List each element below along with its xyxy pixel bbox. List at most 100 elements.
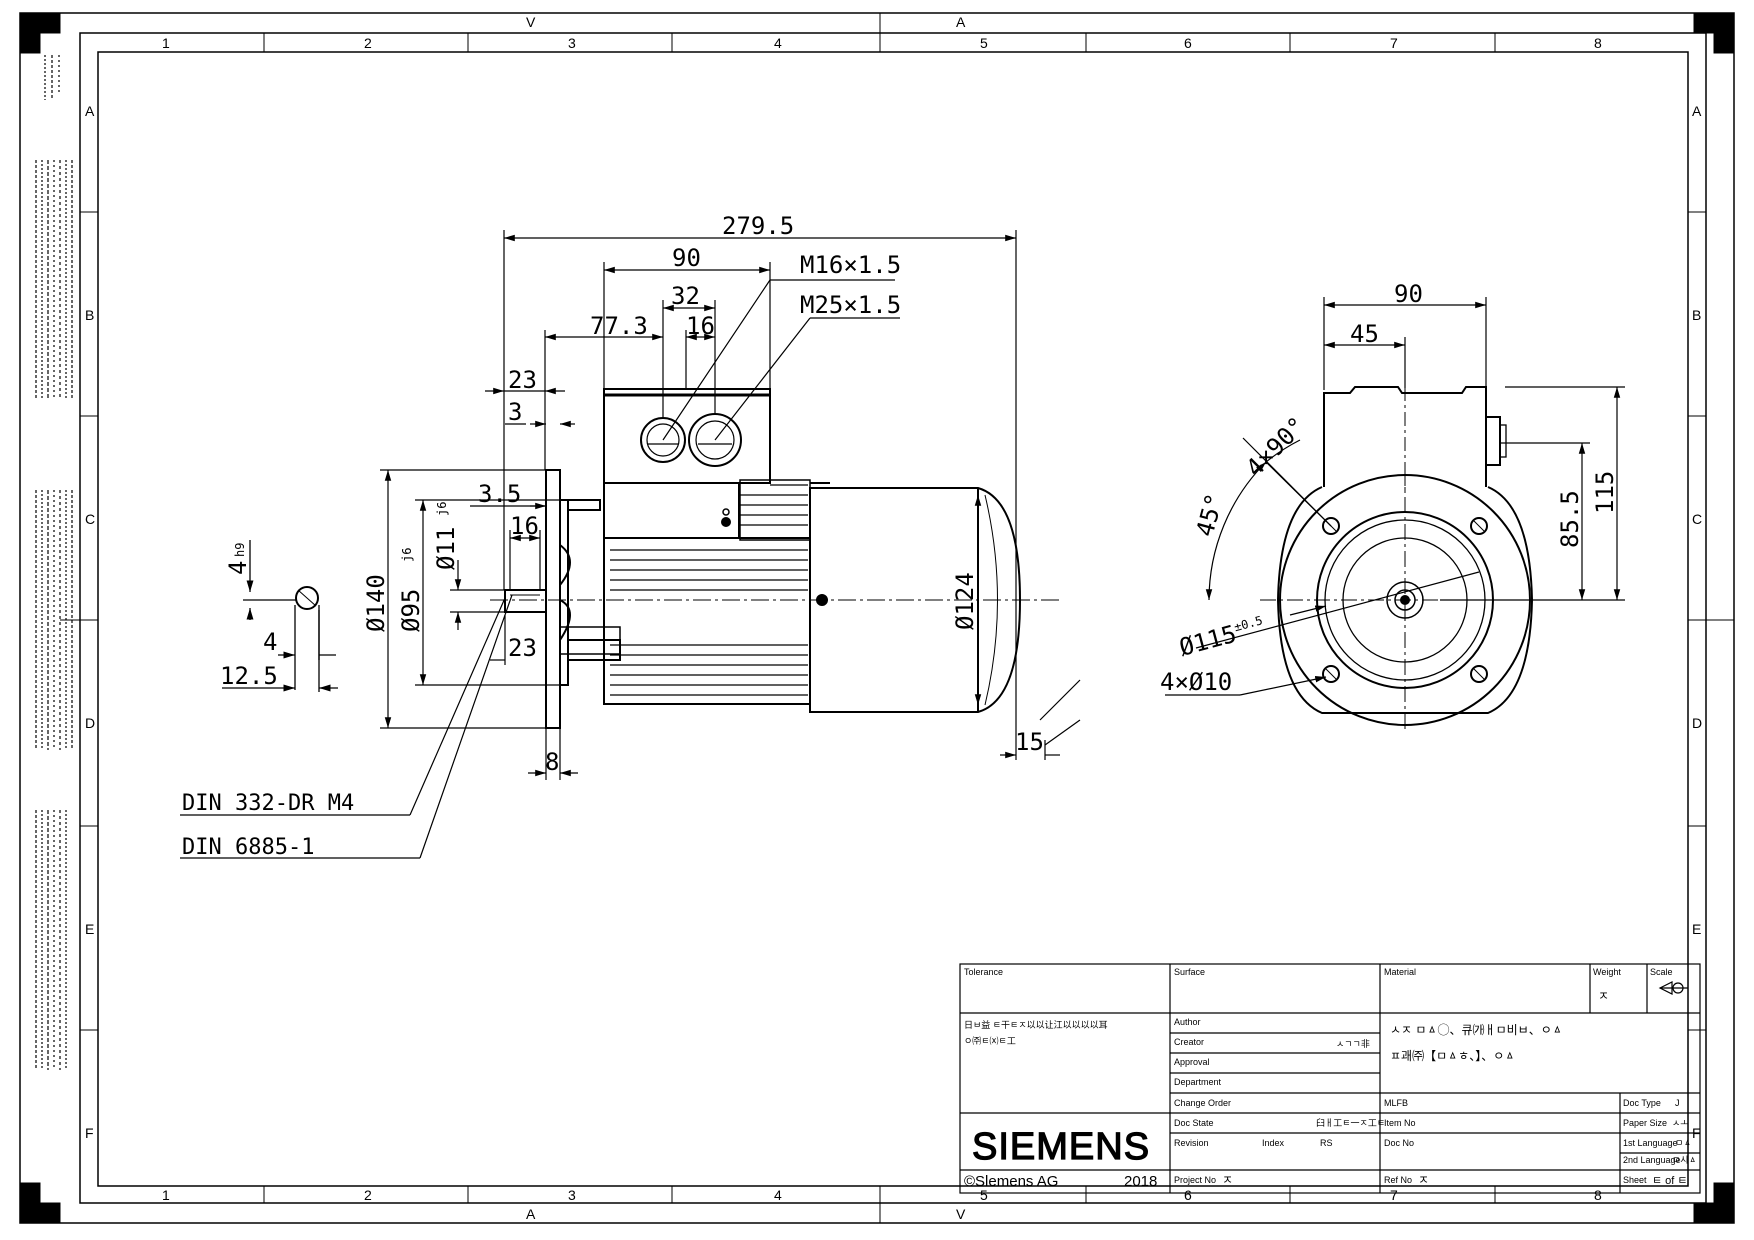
dim-pitch-circle: Ø115	[1176, 620, 1239, 662]
key-width-tolerance: h9	[233, 543, 247, 557]
dim-end-box-width: 90	[1394, 280, 1423, 308]
col-label-8-bottom: 8	[1594, 1187, 1602, 1203]
bottom-marker-a: A	[526, 1206, 536, 1222]
revision-label: Revision	[1174, 1138, 1209, 1148]
shaft-tolerance: j6	[435, 502, 449, 516]
lang2-label: 2nd Language	[1623, 1155, 1681, 1165]
lang2-value: ㅁ시ㅿ	[1672, 1155, 1697, 1165]
dim-angle: 45°	[1191, 490, 1229, 539]
shaft-outline	[504, 589, 547, 613]
col-label-7: 7	[1390, 35, 1398, 51]
sheet-value: ㅌ of ㅌ	[1652, 1175, 1688, 1187]
row-label-d-right: D	[1692, 715, 1702, 731]
drawing-title-line-1: ㅅㅈ ㅁㅿ◯、큐㈎ㅐㅁ비ㅂ、ㅇㅿ	[1390, 1023, 1563, 1037]
row-label-e-right: E	[1692, 921, 1701, 937]
item-no-label: Item No	[1384, 1118, 1416, 1128]
spigot-tolerance: j6	[400, 548, 414, 562]
row-label-b-right: B	[1692, 307, 1701, 323]
weight-value: ㅈ	[1598, 989, 1609, 1003]
row-label-c: C	[85, 511, 95, 527]
row-label-e: E	[85, 921, 94, 937]
copyright-year: 2018	[1124, 1173, 1157, 1190]
change-order-label: Change Order	[1174, 1098, 1231, 1108]
mount-hole-tl	[1322, 517, 1340, 535]
note-center-hole: DIN 332-DR M4	[182, 791, 354, 816]
doc-state-label: Doc State	[1174, 1118, 1214, 1128]
row-label-c-right: C	[1692, 511, 1702, 527]
paper-size-label: Paper Size	[1623, 1118, 1667, 1128]
scale-projection-icon	[1658, 981, 1688, 995]
material-label: Material	[1384, 967, 1416, 977]
creator-label: Creator	[1174, 1037, 1204, 1047]
col-label-2-bottom: 2	[364, 1187, 372, 1203]
row-label-a: A	[85, 103, 95, 119]
dim-spigot-depth: 3.5	[478, 480, 521, 508]
doc-type-value: J	[1675, 1098, 1680, 1108]
dim-box-offset: 77.3	[590, 312, 648, 340]
dim-end-box-height: 115	[1591, 471, 1619, 514]
col-label-6: 6	[1184, 35, 1192, 51]
col-label-1-bottom: 1	[162, 1187, 170, 1203]
col-label-5-bottom: 5	[980, 1187, 988, 1203]
top-marker-v: V	[526, 14, 536, 30]
author-label: Author	[1174, 1017, 1201, 1027]
scale-label: Scale	[1650, 967, 1673, 977]
mount-hole-tr	[1470, 517, 1488, 535]
terminal-box-base	[603, 482, 740, 539]
end-view-dimensions	[1165, 297, 1625, 696]
top-marker-a: A	[956, 14, 966, 30]
dim-flange-step: 3	[508, 398, 522, 426]
title-block	[959, 963, 1701, 1194]
end-terminal-box	[1323, 386, 1487, 487]
index-label: Index	[1262, 1138, 1285, 1148]
ref-no-label: Ref No	[1384, 1175, 1412, 1185]
row-label-b: B	[85, 307, 94, 323]
col-label-6-bottom: 6	[1184, 1187, 1192, 1203]
side-view-dimension-text: 279.5 90 M16×1.5 32 M25×1.5 77.3 16 23 3…	[182, 212, 1044, 860]
siemens-logo: SIEMENS	[972, 1126, 1150, 1168]
side-view-dimensions	[180, 230, 1081, 859]
drawing-frame	[19, 12, 1735, 1224]
lang1-value: ㅁㅿ	[1675, 1138, 1692, 1148]
thread-label-m16: M16×1.5	[800, 251, 901, 279]
project-no-value: ㅈ	[1222, 1173, 1233, 1187]
weight-label: Weight	[1593, 967, 1621, 977]
mount-hole-br	[1470, 665, 1488, 683]
dim-spigot-diameter: Ø95	[397, 589, 425, 632]
dim-flange-diameter: Ø140	[362, 574, 390, 632]
col-label-7-bottom: 7	[1390, 1187, 1398, 1203]
sheet-label: Sheet	[1623, 1175, 1647, 1185]
dim-shaft-length: 23	[508, 634, 537, 662]
dim-shaft-diameter: Ø11	[432, 527, 460, 570]
col-label-8: 8	[1594, 35, 1602, 51]
copyright-text: ©Slemens AG	[964, 1173, 1058, 1190]
dim-key-length: 16	[510, 512, 539, 540]
col-label-4: 4	[774, 35, 782, 51]
dim-mount-holes: 4×Ø10	[1160, 668, 1232, 696]
doc-type-label: Doc Type	[1623, 1098, 1661, 1108]
dim-end-chamfer: 15	[1015, 728, 1044, 756]
dim-flange-thickness: 8	[545, 748, 559, 776]
dim-end-box-half: 45	[1350, 320, 1379, 348]
end-view-dimension-text: 90 45 4×90° 45° 85.5 115 Ø115 ±0.5 4×Ø10	[1160, 280, 1619, 696]
dim-key-width: 4	[224, 561, 252, 575]
ref-no-value: ㅈ	[1418, 1173, 1429, 1187]
col-label-2: 2	[364, 35, 372, 51]
dim-shaft-section-width: 12.5	[220, 662, 278, 690]
lang1-label: 1st Language	[1623, 1138, 1678, 1148]
dim-overall-length: 279.5	[722, 212, 794, 240]
bottom-marker-v: V	[956, 1206, 966, 1222]
note-key-standard: DIN 6885-1	[182, 835, 314, 860]
dim-gland-spacing: 32	[671, 282, 700, 310]
project-no-label: Project No	[1174, 1175, 1216, 1185]
stator-housing	[603, 537, 811, 705]
approval-label: Approval	[1174, 1057, 1210, 1067]
rs-label: RS	[1320, 1138, 1333, 1148]
general-note-2: ㅇ㈜ㅌ⒳ㅌ工	[964, 1035, 1016, 1046]
drawing-title-line-2: ㅍ괘㈜【ㅁㅿㅎ、】、ㅇㅿ	[1390, 1049, 1515, 1063]
col-label-1: 1	[162, 35, 170, 51]
dim-gland-offset: 16	[686, 312, 715, 340]
motor-side-view	[504, 388, 1022, 729]
dim-terminal-box-width: 90	[672, 244, 701, 272]
